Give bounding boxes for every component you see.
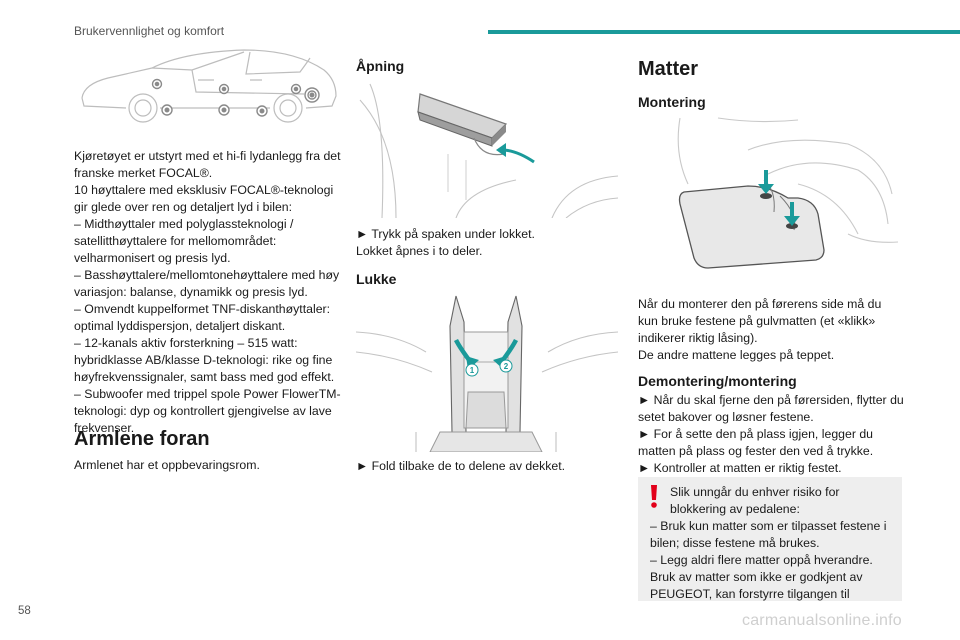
opening-heading: Åpning — [356, 58, 405, 74]
watermark: carmanualsonline.info — [742, 612, 902, 629]
intro-paragraph: 10 høyttalere med eksklusiv FOCAL®-tekno… — [74, 183, 334, 214]
close-heading: Lukke — [356, 271, 397, 287]
warning-intro: Slik unngår du enhver risiko for blokker… — [670, 485, 840, 516]
page-number: 58 — [18, 605, 31, 617]
warning-box: Slik unngår du enhver risiko for blokker… — [638, 477, 902, 601]
close-text: ► Fold tilbake de to delene av dekket. — [356, 459, 566, 473]
armrest-opening-illustration — [359, 83, 618, 218]
remount-step: ► Når du skal fjerne den på førersiden, … — [638, 393, 904, 424]
intro-paragraph: Kjøretøyet er utstyrt med et hi-fi lydan… — [74, 149, 341, 180]
car-speaker-illustration — [81, 49, 337, 123]
intro-paragraph: – Midthøyttaler med polyglassteknologi /… — [74, 217, 294, 265]
focal-intro-text: Kjøretøyet er utstyrt med et hi-fi lydan… — [74, 148, 344, 437]
opening-text: ► Trykk på spaken under lokket. Lokket å… — [356, 226, 618, 260]
opening-step: ► Trykk på spaken under lokket. — [356, 227, 535, 241]
intro-paragraph: – 12-kanals aktiv forsterkning – 515 wat… — [74, 336, 335, 384]
armrest-closing-illustration: 1 2 — [356, 295, 618, 452]
mounting-heading: Montering — [638, 94, 706, 110]
remount-step: ► For å sette den på plass igjen, legger… — [638, 427, 874, 458]
intro-paragraph: – Basshøyttalere/mellomtonehøyttalere me… — [74, 268, 340, 299]
warning-item: – Legg aldri flere matter oppå hverandre… — [650, 553, 873, 567]
armrest-heading: Armlene foran — [74, 428, 210, 450]
header-accent-bar — [488, 30, 960, 34]
figure-number-1: 1 — [470, 366, 475, 375]
mats-heading: Matter — [638, 58, 699, 80]
floor-mat-illustration — [677, 117, 899, 269]
figure-number-2: 2 — [504, 362, 509, 371]
mounting-text: Når du monterer den på førerens side må … — [638, 296, 904, 364]
opening-note: Lokket åpnes i to deler. — [356, 244, 483, 258]
remount-step: ► Kontroller at matten er riktig festet. — [638, 461, 842, 475]
remount-heading: Demontering/montering — [638, 373, 797, 389]
intro-paragraph: – Subwoofer med trippel spole Power Flow… — [74, 387, 341, 435]
armrest-text: Armlenet har et oppbevaringsrom. — [74, 458, 260, 472]
warning-note: Bruk av matter som ikke er godkjent av P… — [650, 570, 863, 601]
header-title: Brukervennlighet og komfort — [74, 24, 225, 38]
remount-text: ► Når du skal fjerne den på førersiden, … — [638, 392, 904, 477]
intro-paragraph: – Omvendt kuppelformet TNF-diskanthøytta… — [74, 302, 331, 333]
mounting-paragraph: De andre mattene legges på teppet. — [638, 348, 835, 362]
warning-exclamation-icon — [651, 485, 657, 508]
mounting-paragraph: Når du monterer den på førerens side må … — [638, 297, 882, 345]
warning-item: – Bruk kun matter som er tilpasset feste… — [650, 519, 887, 550]
